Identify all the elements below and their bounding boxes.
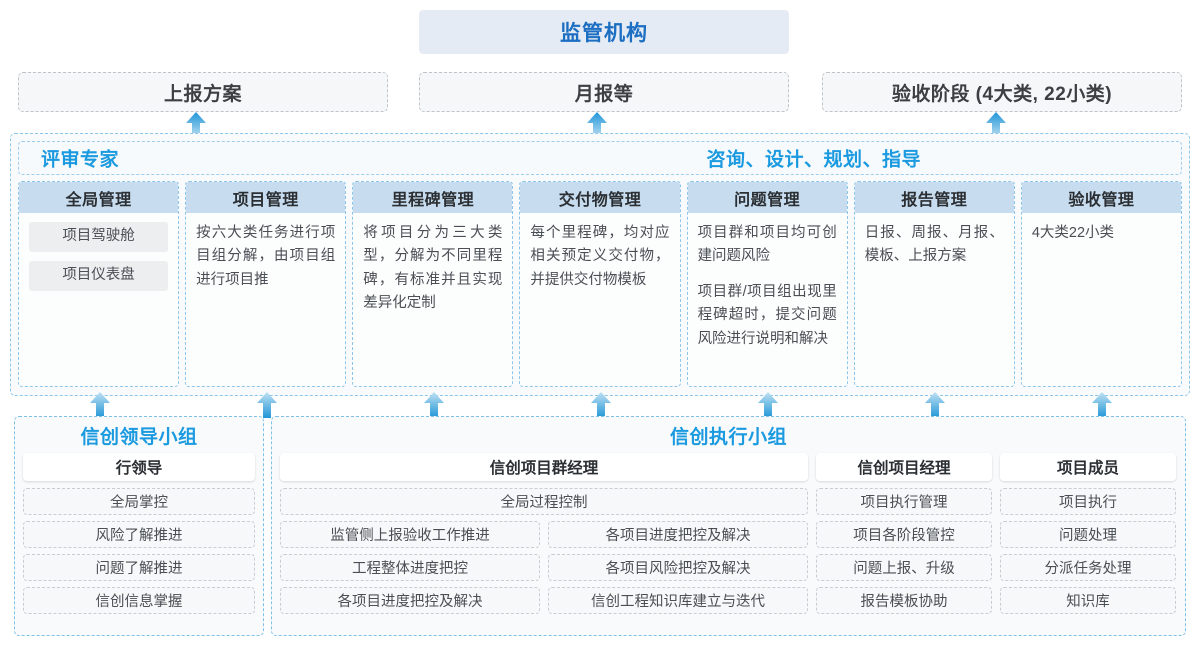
capability-description: 每个里程碑，均对应相关预定义交付物，并提供交付物模板: [530, 225, 670, 288]
task-item[interactable]: 问题上报、升级: [816, 554, 992, 581]
capability-column-body: 按六大类任务进行项目组分解，由项目组进行项目推: [186, 213, 345, 386]
capability-column-title: 全局管理: [19, 182, 179, 213]
task-item[interactable]: 项目执行管理: [816, 488, 992, 515]
capability-column-body: 每个里程碑，均对应相关预定义交付物，并提供交付物模板: [520, 213, 679, 386]
service-band: 评审专家 咨询、设计、规划、指导 全局管理项目驾驶舱项目仪表盘项目管理按六大类任…: [10, 133, 1190, 396]
arrow-up-icon: [924, 392, 946, 418]
capability-column-body: 将项目分为三大类型，分解为不同里程碑，有标准并且实现差异化定制: [353, 213, 512, 386]
capability-column[interactable]: 问题管理项目群和项目均可创建问题风险项目群/项目组出现里程碑超时，提交问题风险进…: [686, 181, 848, 387]
capability-column[interactable]: 全局管理项目驾驶舱项目仪表盘: [18, 181, 180, 387]
exec-group-title: 信创执行小组: [669, 427, 787, 448]
task-item[interactable]: 工程整体进度把控: [280, 554, 540, 581]
program-manager-subcolumns: 监管侧上报验收工作推进工程整体进度把控各项目进度把控及解决 各项目进度把控及解决…: [280, 521, 808, 614]
program-manager-block: 信创项目群经理 全局过程控制 监管侧上报验收工作推进工程整体进度把控各项目进度把…: [280, 453, 808, 614]
capability-columns: 全局管理项目驾驶舱项目仪表盘项目管理按六大类任务进行项目组分解，由项目组进行项目…: [18, 181, 1182, 387]
capability-description: 按六大类任务进行项目组分解，由项目组进行项目推: [196, 225, 336, 288]
arrow-up-icon: [590, 392, 612, 418]
capability-item[interactable]: 项目仪表盘: [29, 261, 169, 291]
exec-role-columns: 信创项目群经理 全局过程控制 监管侧上报验收工作推进工程整体进度把控各项目进度把…: [280, 453, 1177, 614]
capability-column-title: 交付物管理: [520, 182, 680, 213]
arrow-up-icon: [586, 112, 608, 138]
leader-group: 信创领导小组 行领导 全局掌控风险了解推进问题了解推进信创信息掌握: [14, 416, 264, 636]
capability-column-body: 项目驾驶舱项目仪表盘: [19, 213, 178, 386]
program-manager-task-list-left: 监管侧上报验收工作推进工程整体进度把控各项目进度把控及解决: [280, 521, 540, 614]
capability-description: 日报、周报、月报、模板、上报方案: [864, 225, 1004, 265]
capability-description: 项目群/项目组出现里程碑超时，提交问题风险进行说明和解决: [697, 283, 837, 347]
service-band-header: 评审专家 咨询、设计、规划、指导: [18, 141, 1182, 175]
capability-column-title: 报告管理: [854, 182, 1014, 213]
capability-column-title: 问题管理: [687, 182, 847, 213]
task-item[interactable]: 分派任务处理: [1000, 554, 1176, 581]
report-box-plan: 上报方案: [18, 72, 388, 112]
arrow-up-icon: [1091, 392, 1113, 418]
arrow-up-icon: [985, 112, 1007, 138]
arrow-up-icon: [89, 392, 111, 418]
arrow-up-icon: [423, 392, 445, 418]
task-item[interactable]: 报告模板协助: [816, 587, 992, 614]
capability-column[interactable]: 验收管理 4大类22小类: [1020, 181, 1182, 387]
regulator-box: 监管机构: [419, 10, 789, 54]
arrow-up-icon: [256, 392, 278, 418]
task-item[interactable]: 问题了解推进: [23, 554, 255, 581]
capability-column-title: 项目管理: [186, 182, 346, 213]
capability-column-body: 4大类22小类: [1022, 213, 1181, 386]
task-item[interactable]: 全局掌控: [23, 488, 255, 515]
task-global-process-control: 全局过程控制: [280, 488, 808, 515]
capability-column-body: 项目群和项目均可创建问题风险项目群/项目组出现里程碑超时，提交问题风险进行说明和…: [688, 213, 847, 386]
capability-item[interactable]: 项目驾驶舱: [29, 222, 169, 252]
consulting-label: 咨询、设计、规划、指导: [706, 149, 921, 171]
capability-description: 4大类22小类: [1031, 225, 1115, 241]
report-row: 上报方案 月报等 验收阶段 (4大类, 22小类): [0, 72, 1200, 112]
task-item[interactable]: 各项目风险把控及解决: [548, 554, 808, 581]
role-head-bank-leader: 行领导: [23, 453, 255, 481]
leader-group-title: 信创领导小组: [80, 427, 198, 448]
project-manager-task-list: 项目执行管理项目各阶段管控问题上报、升级报告模板协助: [816, 488, 992, 614]
report-box-acceptance: 验收阶段 (4大类, 22小类): [822, 72, 1182, 112]
task-item[interactable]: 项目执行: [1000, 488, 1176, 515]
task-item[interactable]: 风险了解推进: [23, 521, 255, 548]
capability-column[interactable]: 里程碑管理将项目分为三大类型，分解为不同里程碑，有标准并且实现差异化定制: [352, 181, 514, 387]
capability-description: 项目群和项目均可创建问题风险: [697, 225, 837, 265]
capability-column[interactable]: 报告管理日报、周报、月报、模板、上报方案: [853, 181, 1015, 387]
review-expert-label: 评审专家: [41, 149, 120, 171]
report-box-monthly: 月报等: [419, 72, 789, 112]
task-item[interactable]: 信创工程知识库建立与迭代: [548, 587, 808, 614]
task-item[interactable]: 项目各阶段管控: [816, 521, 992, 548]
capability-column[interactable]: 项目管理按六大类任务进行项目组分解，由项目组进行项目推: [185, 181, 347, 387]
leader-task-list: 全局掌控风险了解推进问题了解推进信创信息掌握: [23, 488, 255, 614]
exec-group: 信创执行小组 信创项目群经理 全局过程控制 监管侧上报验收工作推进工程整体进度把…: [271, 416, 1186, 636]
org-groups: 信创领导小组 行领导 全局掌控风险了解推进问题了解推进信创信息掌握 信创执行小组…: [0, 416, 1200, 638]
role-head-program-manager: 信创项目群经理: [280, 453, 808, 481]
role-head-project-member: 项目成员: [1000, 453, 1176, 481]
arrow-up-icon: [757, 392, 779, 418]
task-item[interactable]: 问题处理: [1000, 521, 1176, 548]
role-head-project-manager: 信创项目经理: [816, 453, 992, 481]
capability-column-title: 里程碑管理: [353, 182, 513, 213]
project-manager-block: 信创项目经理 项目执行管理项目各阶段管控问题上报、升级报告模板协助: [816, 453, 992, 614]
arrow-up-icon: [185, 112, 207, 138]
task-item[interactable]: 知识库: [1000, 587, 1176, 614]
project-member-task-list: 项目执行问题处理分派任务处理知识库: [1000, 488, 1176, 614]
task-item[interactable]: 监管侧上报验收工作推进: [280, 521, 540, 548]
capability-column[interactable]: 交付物管理每个里程碑，均对应相关预定义交付物，并提供交付物模板: [519, 181, 681, 387]
task-item[interactable]: 信创信息掌握: [23, 587, 255, 614]
capability-description: 将项目分为三大类型，分解为不同里程碑，有标准并且实现差异化定制: [363, 225, 503, 312]
program-manager-task-list-right: 各项目进度把控及解决各项目风险把控及解决信创工程知识库建立与迭代: [548, 521, 808, 614]
capability-column-title: 验收管理: [1021, 182, 1181, 213]
project-member-block: 项目成员 项目执行问题处理分派任务处理知识库: [1000, 453, 1176, 614]
capability-column-body: 日报、周报、月报、模板、上报方案: [855, 213, 1014, 386]
task-item[interactable]: 各项目进度把控及解决: [548, 521, 808, 548]
task-item[interactable]: 各项目进度把控及解决: [280, 587, 540, 614]
